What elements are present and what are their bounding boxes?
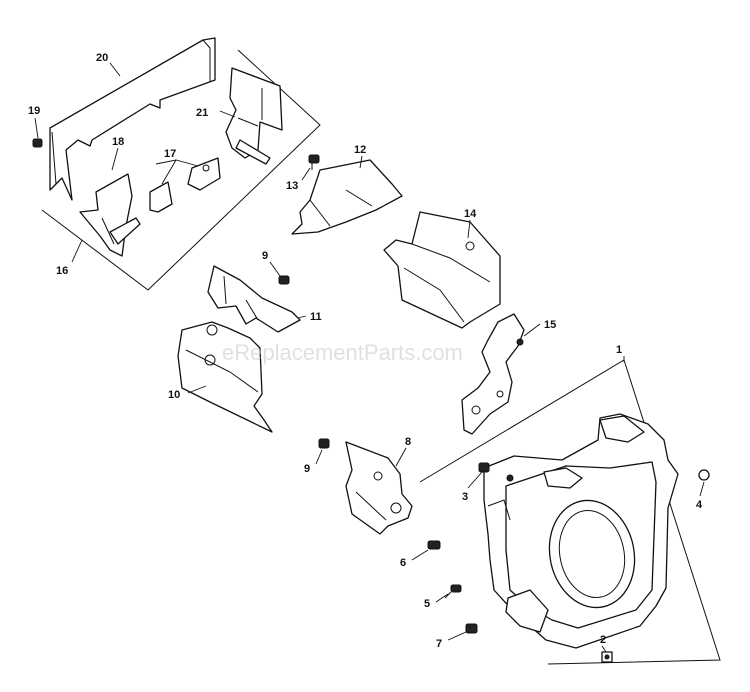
callout-18: 18 (112, 136, 124, 148)
part-6-screw (427, 540, 441, 550)
watermark-text: eReplacementParts.com (222, 340, 463, 365)
callout-7: 7 (436, 638, 442, 650)
part-15-bracket (461, 313, 525, 435)
callout-20: 20 (96, 52, 108, 64)
callout-6: 6 (400, 557, 406, 569)
part-20-rear-shroud-panel (49, 37, 216, 201)
part-3-screw (478, 462, 490, 473)
callout-2: 2 (600, 634, 606, 646)
callout-15: 15 (544, 319, 556, 331)
part-19-screw (32, 138, 43, 148)
part-21-bracket (225, 67, 283, 165)
callout-11: 11 (310, 311, 322, 323)
callout-1: 1 (616, 344, 622, 356)
part-11-baffle (207, 265, 301, 333)
callout-19: 19 (28, 105, 40, 117)
part-1-blower-housing (483, 413, 679, 649)
callout-10: 10 (168, 389, 180, 401)
part-17-brackets (149, 157, 221, 213)
callout-3: 3 (462, 491, 468, 503)
callout-5: 5 (424, 598, 430, 610)
part-9-screw-upper (278, 275, 290, 285)
leader-lines (34, 62, 705, 653)
part-4-plug (698, 469, 710, 481)
callout-9-upper: 9 (262, 250, 268, 262)
callout-4: 4 (696, 499, 703, 511)
part-10-baffle (177, 321, 273, 433)
part-13-screw (308, 154, 320, 170)
part-14-baffle (383, 211, 501, 329)
callout-14: 14 (464, 208, 477, 220)
callout-13: 13 (286, 180, 298, 192)
part-7-screw (465, 623, 478, 634)
callout-8: 8 (405, 436, 411, 448)
part-5-screw (444, 584, 462, 599)
callout-21: 21 (196, 107, 208, 119)
callout-12: 12 (354, 144, 366, 156)
callout-17: 17 (164, 148, 176, 160)
callout-9-lower: 9 (304, 463, 310, 475)
part-12-baffle (291, 159, 403, 235)
callout-16: 16 (56, 265, 68, 277)
part-9-screw-lower (318, 438, 330, 449)
part-8-bracket (345, 441, 413, 535)
callout-labels: 1 2 3 4 5 6 7 8 9 9 10 11 12 13 14 15 16… (28, 52, 703, 650)
frame-box-blower-housing (419, 359, 721, 665)
part-18-bracket (79, 173, 141, 257)
part-2-nut (601, 651, 613, 663)
